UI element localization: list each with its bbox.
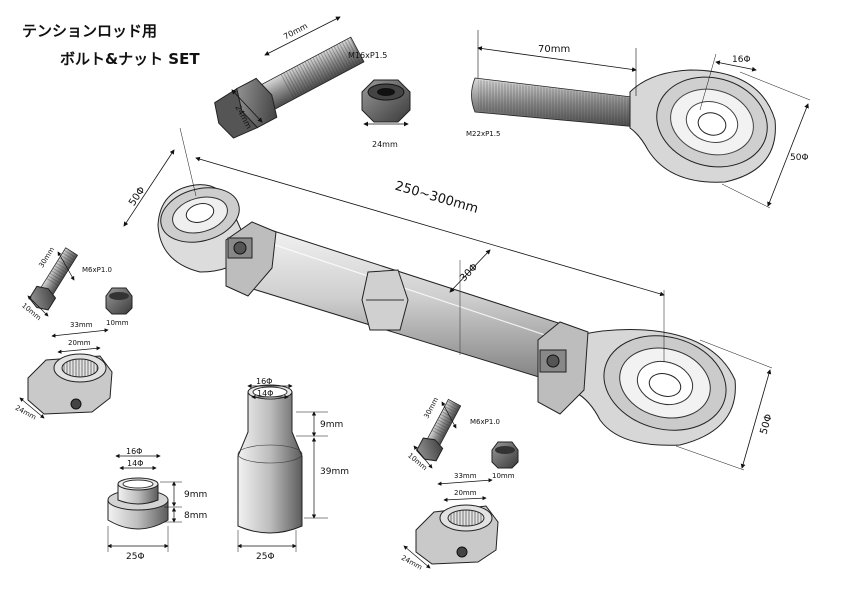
m16-bolt-thread-label: M16xP1.5 xyxy=(348,51,387,60)
m16-bolt: 70mm M16xP1.5 24mm xyxy=(214,16,387,139)
short-spacer-lower-label: 8mm xyxy=(184,511,207,521)
tall-spacer-body-label: 39mm xyxy=(320,467,349,477)
left-clamp-width-label: 24mm xyxy=(14,404,38,422)
m16-nut-width-label: 24mm xyxy=(372,140,398,149)
short-spacer-top-inner-label: 14Φ xyxy=(127,459,143,468)
right-small-nut-label: 10mm xyxy=(492,472,515,480)
left-clamp-outer-label: 33mm xyxy=(70,321,93,329)
short-spacer-upper-label: 9mm xyxy=(184,490,207,500)
right-small-nut: 10mm xyxy=(491,441,519,480)
right-small-bolt-length-label: 30mm xyxy=(422,396,440,420)
m16-bolt-length-label: 70mm xyxy=(282,21,309,41)
short-spacer: 16Φ 14Φ 9mm 8mm 25Φ xyxy=(107,447,207,562)
tall-spacer-top-inner-label: 14Φ xyxy=(257,389,273,398)
right-clamp: 33mm 20mm 24mm xyxy=(400,472,499,572)
rod-end-bore-label: 16Φ xyxy=(732,55,751,65)
right-clamp-inner-label: 20mm xyxy=(454,489,477,497)
tall-spacer-base-label: 25Φ xyxy=(256,552,275,562)
left-small-nut: 10mm xyxy=(105,287,133,327)
tall-spacer: 16Φ 14Φ 9mm 39mm 25Φ xyxy=(237,377,349,562)
rod-end-thread-spec-label: M22xP1.5 xyxy=(466,130,500,138)
left-small-bolt-length-label: 30mm xyxy=(37,246,56,270)
rod-end-thread-length-label: 70mm xyxy=(538,44,570,55)
rod-right-outer-label: 50Φ xyxy=(759,413,775,436)
rod-end-outer-label: 50Φ xyxy=(790,153,809,163)
right-small-bolt-thread-label: M6xP1.0 xyxy=(470,418,500,426)
rod-tube-dia-label: 30Φ xyxy=(458,262,480,285)
left-clamp-inner-label: 20mm xyxy=(68,339,91,347)
short-spacer-top-outer-label: 16Φ xyxy=(126,447,142,456)
left-small-bolt: 30mm M6xP1.0 10mm xyxy=(20,246,112,323)
tension-rod: 250~300mm 50Φ 30Φ 50Φ xyxy=(123,127,775,471)
tall-spacer-upper-label: 9mm xyxy=(320,420,343,430)
title-line-2: ボルト&ナット SET xyxy=(60,50,200,68)
m16-nut: 24mm xyxy=(361,79,411,149)
title-line-1: テンションロッド用 xyxy=(22,22,158,40)
rod-left-outer-label: 50Φ xyxy=(127,185,148,208)
right-clamp-width-label: 24mm xyxy=(400,554,424,572)
left-small-bolt-thread-label: M6xP1.0 xyxy=(82,266,112,274)
rod-total-length-label: 250~300mm xyxy=(393,179,480,217)
right-small-bolt: 30mm M6xP1.0 10mm xyxy=(406,396,500,472)
left-clamp: 33mm 20mm 24mm xyxy=(14,321,113,422)
right-clamp-outer-label: 33mm xyxy=(454,472,477,480)
short-spacer-base-label: 25Φ xyxy=(126,552,145,562)
left-small-nut-label: 10mm xyxy=(106,319,129,327)
rod-end-detail: 70mm M22xP1.5 16Φ 50Φ xyxy=(466,30,811,209)
tall-spacer-top-outer-label: 16Φ xyxy=(256,377,272,386)
